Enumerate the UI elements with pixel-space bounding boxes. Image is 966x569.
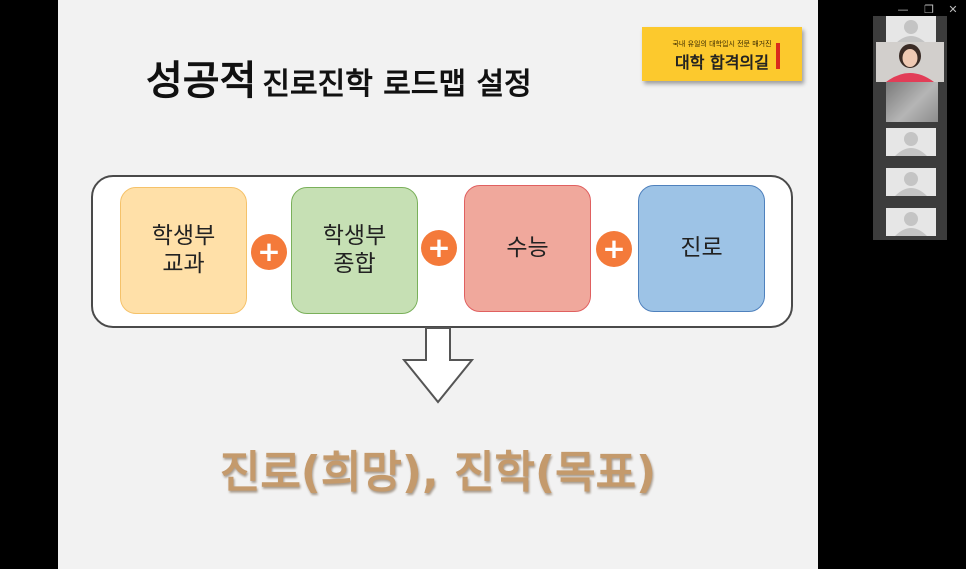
plus-icon: +	[421, 230, 457, 266]
participant-tile[interactable]	[886, 208, 936, 236]
magazine-logo: 국내 유일의 대학입시 전문 매거진 대학 합격의길	[642, 27, 802, 81]
down-arrow-icon	[401, 326, 475, 406]
person-silhouette-icon	[891, 130, 931, 156]
person-silhouette-icon	[891, 170, 931, 196]
card-label: 학생부 종합	[323, 223, 386, 278]
participant-video-presenter[interactable]	[876, 42, 944, 82]
card-label: 학생부 교과	[152, 223, 215, 278]
card-career: 진로	[638, 185, 765, 312]
participant-tile[interactable]	[886, 168, 936, 196]
card-student-record-comprehensive: 학생부 종합	[291, 187, 418, 314]
slide-title-sub: 진로진학 로드맵 설정	[262, 67, 531, 102]
presenter-video-icon	[876, 42, 944, 82]
participant-tile[interactable]	[886, 128, 936, 156]
plus-icon: +	[251, 234, 287, 270]
card-suneung: 수능	[464, 185, 591, 312]
person-silhouette-icon	[891, 18, 931, 44]
video-participants-panel	[873, 16, 947, 240]
person-silhouette-icon	[891, 210, 931, 236]
card-label: 수능	[506, 235, 548, 263]
participant-tile[interactable]	[886, 16, 936, 44]
slide-title-main: 성공적	[146, 58, 256, 104]
plus-icon: +	[596, 231, 632, 267]
participant-video-blurred[interactable]	[886, 82, 938, 122]
card-student-record-grades: 학생부 교과	[120, 187, 247, 314]
result-text: 진로(희망), 진학(목표)	[58, 436, 818, 500]
card-label: 진로	[680, 235, 722, 263]
logo-accent-mark	[776, 43, 780, 69]
